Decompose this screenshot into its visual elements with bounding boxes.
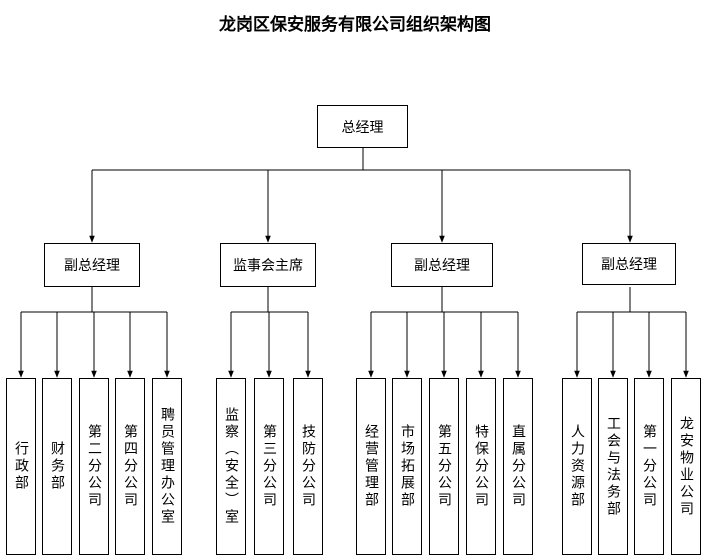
node-finance-dept: 财务部 [42, 378, 72, 555]
node-label: 总经理 [341, 119, 384, 136]
node-branch-4: 第四分公司 [115, 378, 145, 555]
node-label: 聘员管理办公室 [159, 407, 175, 526]
node-label: 技防分公司 [300, 424, 316, 509]
node-special-security-branch: 特保分公司 [466, 378, 496, 555]
node-union-legal-dept: 工会与法务部 [598, 378, 628, 555]
node-deputy-gm-1: 副总经理 [44, 243, 140, 287]
node-branch-5: 第五分公司 [429, 378, 459, 555]
node-deputy-gm-3: 副总经理 [582, 243, 676, 285]
node-label: 财务部 [49, 441, 65, 492]
node-admin-dept: 行政部 [6, 378, 36, 555]
node-label: 行政部 [13, 441, 29, 492]
node-branch-3: 第三分公司 [254, 378, 284, 555]
node-label: 经营管理部 [363, 424, 379, 509]
node-supervisory-chair: 监事会主席 [220, 243, 316, 287]
node-label: 第二分公司 [86, 424, 102, 509]
node-label: 市场拓展部 [399, 424, 415, 509]
node-hr-dept: 人力资源部 [562, 378, 592, 555]
node-general-manager: 总经理 [317, 105, 408, 148]
node-label: 第三分公司 [261, 424, 277, 509]
node-market-dept: 市场拓展部 [392, 378, 422, 555]
node-label: 直属分公司 [510, 424, 526, 509]
node-label: 工会与法务部 [605, 415, 621, 518]
chart-title: 龙岗区保安服务有限公司组织架构图 [219, 15, 491, 35]
node-direct-branch: 直属分公司 [503, 378, 533, 555]
node-tech-security-branch: 技防分公司 [293, 378, 323, 555]
node-label: 第一分公司 [641, 424, 657, 509]
node-hiring-office: 聘员管理办公室 [152, 378, 182, 555]
node-longan-property: 龙安物业公司 [671, 378, 701, 555]
node-label: 龙安物业公司 [678, 415, 694, 518]
node-label: 副总经理 [64, 258, 120, 274]
node-label: 特保分公司 [473, 424, 489, 509]
node-inspection-office: 监察（安全）室 [216, 378, 246, 555]
node-label: 监察（安全）室 [223, 407, 239, 526]
node-operations-dept: 经营管理部 [356, 378, 386, 555]
node-label: 第五分公司 [436, 424, 452, 509]
node-label: 监事会主席 [233, 258, 303, 274]
node-branch-2: 第二分公司 [79, 378, 109, 555]
node-label: 第四分公司 [122, 424, 138, 509]
node-label: 人力资源部 [569, 424, 585, 509]
node-label: 副总经理 [601, 257, 657, 273]
node-label: 副总经理 [414, 258, 470, 274]
node-deputy-gm-2: 副总经理 [391, 243, 493, 287]
node-branch-1: 第一分公司 [634, 378, 664, 555]
